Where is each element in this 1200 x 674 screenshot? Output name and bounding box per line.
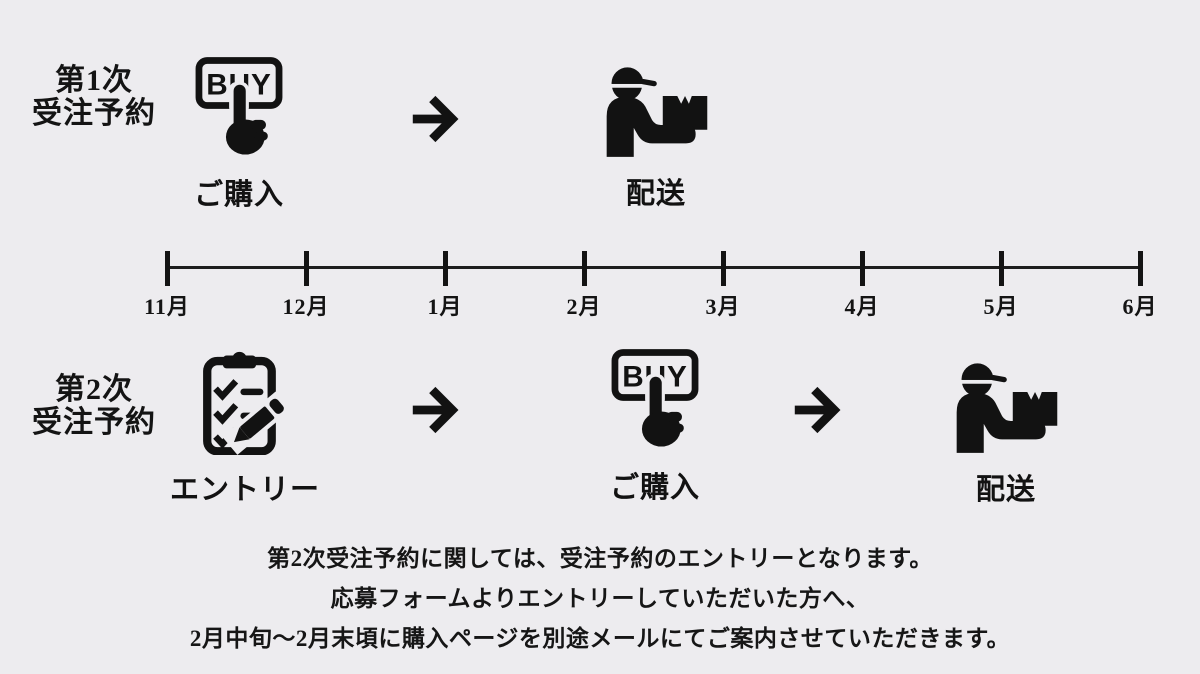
phase1-purchase-step: BUY ご購入 [179,55,299,213]
phase2-delivery-step: 配送 [941,358,1071,508]
month-label: 12月 [282,294,330,319]
month-tick [721,251,726,286]
package-box-icon [1012,391,1058,426]
month-tick [1138,251,1143,286]
pointer-hand-icon [225,82,268,155]
note-line: 第2次受注予約に関しては、受注予約のエントリーとなります。 [267,546,933,571]
phase2-title: 第2次 受注予約 [23,373,165,439]
phase1-delivery-step: 配送 [591,62,721,212]
arrow-right-icon [410,93,462,145]
phase1-delivery-label: 配送 [625,178,686,210]
month-label: 6月 [1122,294,1158,319]
delivery-person-icon [956,363,1058,453]
month-tick [582,251,587,286]
arrow-right-icon [792,384,844,436]
pencil-icon [222,391,292,455]
phase2-delivery-label: 配送 [975,474,1036,506]
buy-button-icon: BUY [195,57,283,155]
package-box-icon [662,95,708,130]
month-tick [860,251,865,286]
phase1-title-line1: 第1次 [55,64,133,97]
cap-icon [611,67,644,84]
phase2-purchase-step: BUY ご購入 [595,347,715,506]
phase2-purchase-label: ご購入 [609,472,700,504]
phase2-entry-step: エントリー [170,350,319,508]
timeline-axis [167,266,1140,269]
month-label: 2月 [566,294,602,319]
month-tick [999,251,1004,286]
delivery-person-icon [606,67,708,157]
arrow-right-icon [410,384,462,436]
phase2-title-line2: 受注予約 [32,406,156,439]
month-tick [304,251,309,286]
month-label: 3月 [705,294,741,319]
phase1-title-line2: 受注予約 [32,97,156,130]
note: 第2次受注予約に関しては、受注予約のエントリーとなります。 応募フォームよりエン… [0,539,1200,659]
phase2-title-line1: 第2次 [55,373,133,406]
month-label: 4月 [844,294,880,319]
buy-button-icon: BUY [611,349,699,447]
phase2-entry-label: エントリー [170,474,321,506]
month-tick [165,251,170,286]
month-tick [443,251,448,286]
phase1-title: 第1次 受注予約 [23,64,165,130]
clipboard-checklist-icon [203,351,292,455]
phase1-purchase-label: ご購入 [193,179,284,211]
month-label: 5月 [983,294,1019,319]
month-label: 1月 [427,294,463,319]
cap-icon [961,363,994,380]
pointer-hand-icon [641,374,684,447]
month-label: 11月 [144,294,190,319]
note-line: 2月中旬〜2月末頃に購入ページを別途メールにてご案内させていただきます。 [189,626,1011,651]
note-line: 応募フォームよりエントリーしていただいた方へ、 [330,586,870,611]
